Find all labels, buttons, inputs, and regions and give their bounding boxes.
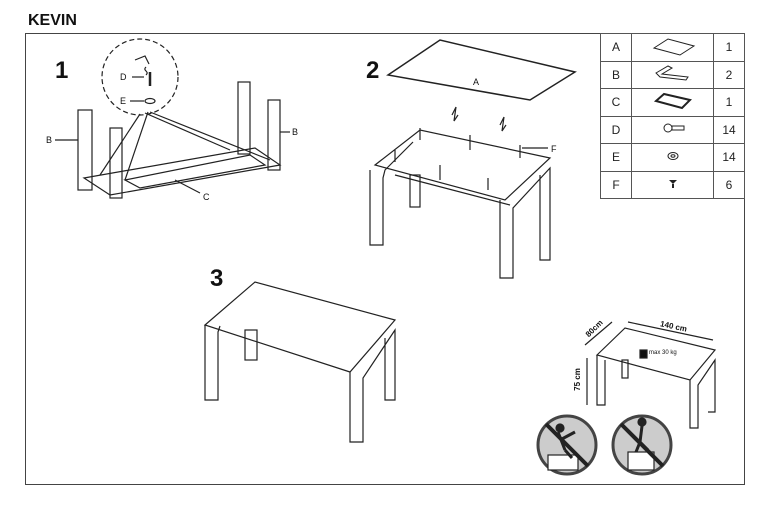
leg-frame-icon	[631, 60, 714, 89]
step3-assembled-table	[203, 281, 397, 443]
step-number-3: 3	[210, 265, 224, 292]
dimension-height: 75 cm	[572, 368, 582, 391]
washer-icon	[631, 143, 714, 172]
part-qty: 14	[713, 143, 745, 172]
screw-icon	[631, 115, 714, 144]
label-c: C	[203, 192, 210, 202]
step-number-1: 1	[55, 57, 69, 84]
no-standing-on-table-icon	[536, 414, 598, 476]
instruction-frame	[25, 33, 745, 485]
part-letter: F	[600, 170, 632, 199]
glass-top-icon	[631, 33, 714, 62]
part-letter: A	[600, 33, 632, 62]
parts-row: D 14	[600, 115, 745, 144]
label-e: E	[120, 96, 127, 106]
part-qty: 14	[713, 115, 745, 144]
label-d: D	[120, 72, 127, 82]
parts-row: E 14	[600, 143, 745, 172]
max-load: max 30 kg	[649, 350, 677, 356]
part-letter: D	[600, 115, 632, 144]
detail-circle	[101, 38, 179, 116]
part-letter: E	[600, 143, 632, 172]
part-qty: 6	[713, 170, 745, 199]
step-number-2: 2	[366, 57, 380, 84]
no-climbing-icon	[611, 414, 673, 476]
step2-table-assembly	[369, 39, 577, 279]
part-letter: B	[600, 60, 632, 89]
suction-pad-icon	[631, 170, 714, 199]
label-f: F	[551, 144, 557, 154]
part-qty: 2	[713, 60, 745, 89]
dimension-drawing	[584, 321, 717, 429]
label-b-right: B	[292, 127, 299, 137]
part-letter: C	[600, 88, 632, 117]
label-a: A	[473, 77, 480, 87]
step1-table-upside-down	[55, 81, 290, 199]
weight-icon	[639, 349, 648, 359]
part-qty: 1	[713, 88, 745, 117]
label-b-left: B	[46, 135, 53, 145]
frame-icon	[631, 88, 714, 117]
product-title: KEVIN	[28, 12, 77, 29]
part-qty: 1	[713, 33, 745, 62]
